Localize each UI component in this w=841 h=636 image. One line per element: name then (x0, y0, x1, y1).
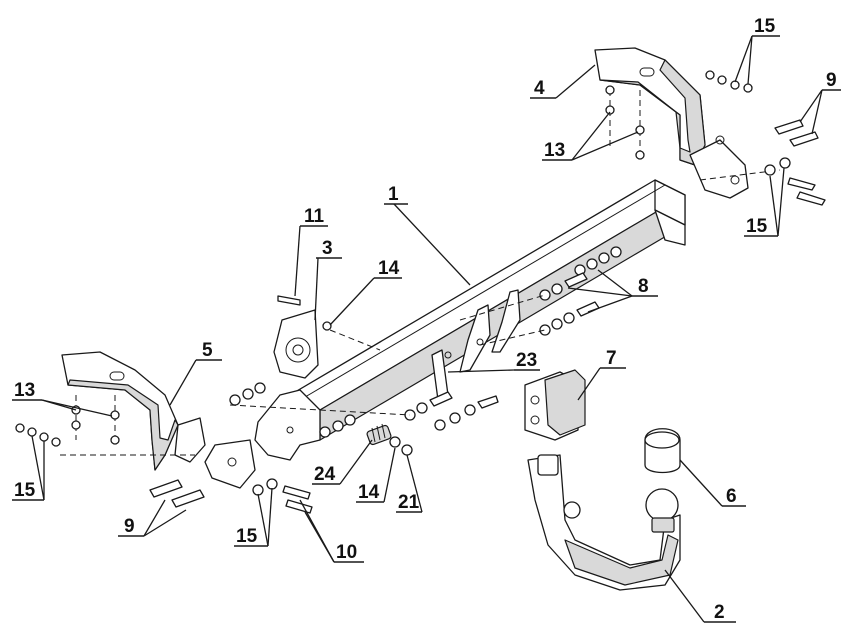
tow-ball-neck (527, 454, 681, 591)
label-part-23: 23 (516, 350, 537, 371)
lower-bolts (229, 382, 499, 438)
label-part-7: 7 (606, 348, 617, 369)
label-part-14-bottom: 14 (358, 482, 380, 503)
label-part-6: 6 (726, 486, 737, 507)
label-part-14-top: 14 (378, 258, 400, 279)
label-part-2: 2 (714, 602, 725, 623)
ball-cap (644, 428, 681, 474)
part-number-labels: 1 2 3 4 5 6 7 8 9 9 10 11 13 13 14 14 15… (14, 16, 837, 623)
bolts-row-8 (459, 246, 622, 346)
left-side-bracket (15, 351, 313, 514)
label-part-15-left: 15 (14, 480, 36, 501)
label-part-21: 21 (398, 492, 420, 513)
label-part-13-left: 13 (14, 380, 35, 401)
leader-lines (12, 35, 841, 623)
label-part-9-left: 9 (124, 516, 135, 537)
label-part-8: 8 (638, 276, 649, 297)
label-part-1: 1 (388, 184, 399, 205)
label-part-15-right: 15 (746, 216, 768, 237)
label-part-9-right: 9 (826, 70, 837, 91)
spring-assembly (366, 423, 413, 456)
label-part-4: 4 (534, 78, 545, 99)
label-part-5: 5 (202, 340, 213, 361)
label-part-15-center: 15 (236, 526, 258, 547)
center-brackets (431, 289, 521, 401)
right-side-bracket (594, 47, 826, 206)
label-part-11: 11 (304, 206, 325, 227)
label-part-13-right: 13 (544, 140, 565, 161)
label-part-10: 10 (336, 542, 357, 563)
electric-socket (524, 369, 586, 441)
main-beam (254, 179, 686, 461)
label-part-24: 24 (314, 464, 336, 485)
label-part-3: 3 (322, 238, 333, 259)
label-part-15-top: 15 (754, 16, 776, 37)
